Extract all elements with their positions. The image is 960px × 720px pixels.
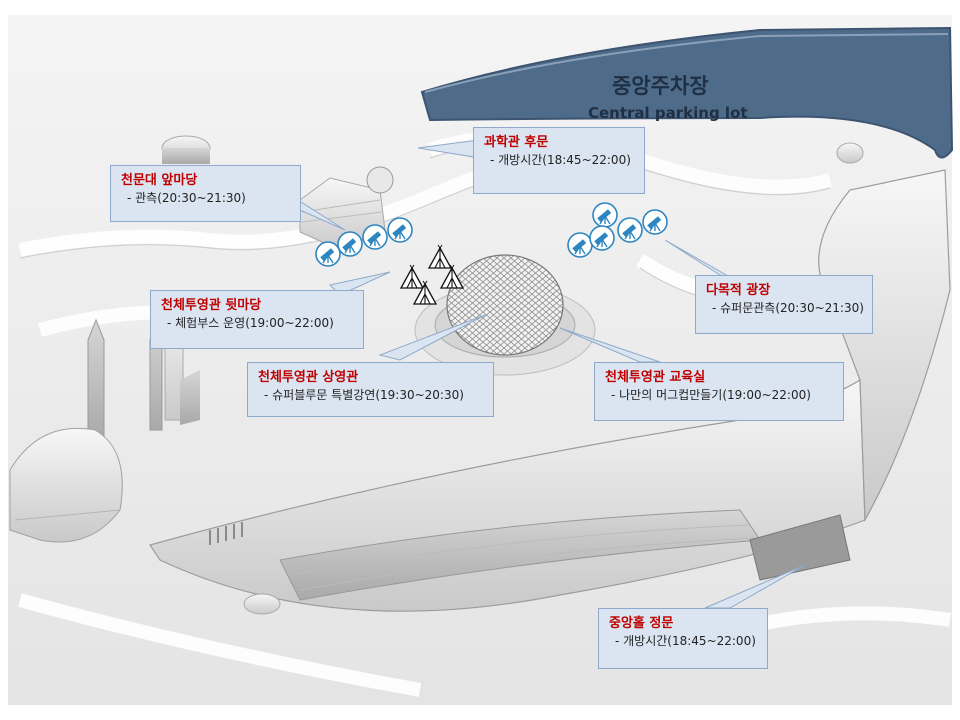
callout-multipurpose-plaza: 다목적 광장 - 슈퍼문관측(20:30~21:30) [695,275,873,334]
callout-desc: - 관측(20:30~21:30) [127,191,246,205]
callout-planetarium-classroom: 천체투영관 교육실 - 나만의 머그컵만들기(19:00~22:00) [594,362,844,421]
callout-planetarium-theater: 천체투영관 상영관 - 슈퍼블루문 특별강연(19:30~20:30) [247,362,494,417]
main-hall-building [149,169,951,615]
left-dome-building [9,427,123,543]
parking-title-korean: 중앙주차장 [612,74,709,98]
callout-desc: - 개방시간(18:45~22:00) [615,634,756,648]
telescope-icon [567,232,593,258]
telescope-icon [337,231,363,257]
central-parking-lot [420,26,954,159]
small-dome-right [836,142,864,164]
callout-title: 천체투영관 상영관 [258,370,359,385]
telescope-icon [387,217,413,243]
telescope-icon [362,224,388,250]
callout-science-back-gate: 과학관 후문 - 개방시간(18:45~22:00) [473,127,645,194]
callout-title: 과학관 후문 [484,135,549,150]
callout-title: 천체투영관 교육실 [605,370,706,385]
callout-desc: - 개방시간(18:45~22:00) [490,153,631,167]
callout-title: 천체투영관 뒷마당 [161,298,262,313]
callout-title: 중앙홀 정문 [609,616,674,631]
parking-title-english: Central parking lot [588,104,748,122]
callout-desc: - 체험부스 운영(19:00~22:00) [167,316,334,330]
telescope-icon [589,225,615,251]
callout-title: 다목적 광장 [706,283,771,298]
telescope-icon [315,241,341,267]
callout-title: 천문대 앞마당 [121,173,198,188]
telescope-icon [592,202,618,228]
telescope-icon [642,209,668,235]
telescope-icon [617,217,643,243]
callout-desc: - 나만의 머그컵만들기(19:00~22:00) [611,388,811,402]
callout-desc: - 슈퍼블루문 특별강연(19:30~20:30) [264,388,464,402]
callout-central-hall-main-gate: 중앙홀 정문 - 개방시간(18:45~22:00) [598,608,768,669]
callout-planetarium-back-yard: 천체투영관 뒷마당 - 체험부스 운영(19:00~22:00) [150,290,364,349]
callout-observatory-front-yard: 천문대 앞마당 - 관측(20:30~21:30) [110,165,301,222]
planetarium-dome [446,254,564,356]
callout-desc: - 슈퍼문관측(20:30~21:30) [712,301,864,315]
callout-pointers [289,139,806,609]
